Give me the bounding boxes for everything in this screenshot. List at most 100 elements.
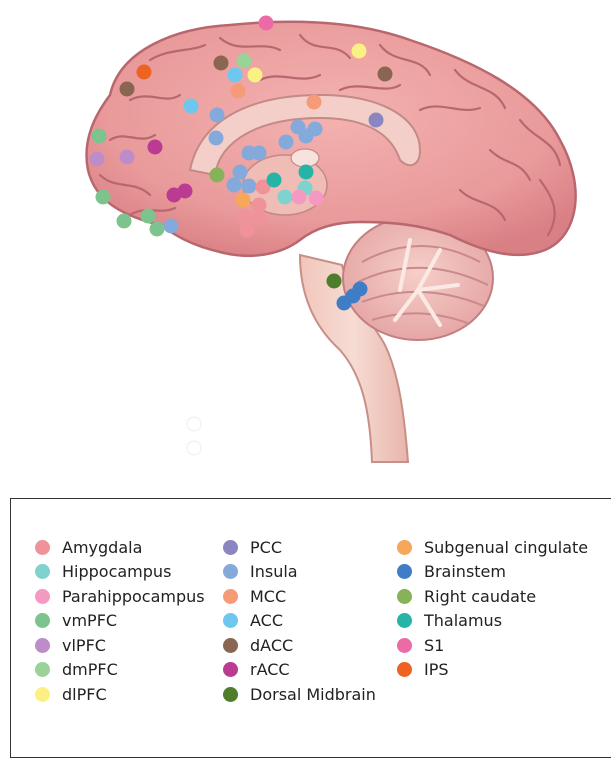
legend-swatch	[397, 564, 412, 579]
marker-vlpfc	[90, 152, 105, 167]
legend-item: IPS	[397, 658, 588, 683]
legend-item: Parahippocampus	[35, 584, 205, 609]
marker-dacc	[120, 82, 135, 97]
legend-swatch	[223, 589, 238, 604]
legend-swatch	[223, 613, 238, 628]
legend-label: vmPFC	[62, 611, 117, 630]
legend-swatch	[223, 687, 238, 702]
legend-swatch	[223, 638, 238, 653]
marker-vmpfc	[141, 209, 156, 224]
legend-label: dmPFC	[62, 660, 118, 679]
legend-swatch	[35, 662, 50, 677]
marker-amygdala	[252, 198, 267, 213]
marker-mcc	[231, 84, 246, 99]
marker-acc	[184, 99, 199, 114]
marker-insula	[210, 108, 225, 123]
legend-swatch	[35, 613, 50, 628]
legend-swatch	[397, 540, 412, 555]
legend-item: vmPFC	[35, 609, 205, 634]
legend-swatch	[397, 662, 412, 677]
marker-brainstem	[346, 289, 361, 304]
marker-dlpfc	[248, 68, 263, 83]
legend-swatch	[35, 687, 50, 702]
marker-s1	[259, 16, 274, 31]
legend-swatch	[397, 589, 412, 604]
marker-insula	[242, 179, 257, 194]
legend-item: Right caudate	[397, 584, 588, 609]
marker-amygdala	[240, 223, 255, 238]
legend-item: rACC	[223, 658, 376, 683]
marker-pcc	[369, 113, 384, 128]
legend-item: dmPFC	[35, 658, 205, 683]
marker-insula	[209, 131, 224, 146]
legend-item: PCC	[223, 535, 376, 560]
legend-label: Brainstem	[424, 562, 506, 581]
legend-label: Dorsal Midbrain	[250, 685, 376, 704]
legend-item: Amygdala	[35, 535, 205, 560]
legend-label: Right caudate	[424, 587, 536, 606]
marker-acc	[228, 68, 243, 83]
legend-label: Hippocampus	[62, 562, 171, 581]
marker-dmpfc	[237, 54, 252, 69]
marker-mcc	[307, 95, 322, 110]
legend-item: MCC	[223, 584, 376, 609]
marker-dacc	[378, 67, 393, 82]
legend-label: ACC	[250, 611, 283, 630]
legend-swatch	[397, 613, 412, 628]
marker-vmpfc	[117, 214, 132, 229]
legend-swatch	[223, 662, 238, 677]
marker-dacc	[214, 56, 229, 71]
marker-racc	[167, 188, 182, 203]
marker-parahippocampus	[292, 190, 307, 205]
marker-vmpfc	[96, 190, 111, 205]
legend-label: IPS	[424, 660, 449, 679]
marker-right-caudate	[210, 168, 225, 183]
legend-label: MCC	[250, 587, 286, 606]
legend-item: vlPFC	[35, 633, 205, 658]
legend-label: vlPFC	[62, 636, 106, 655]
marker-insula	[252, 146, 267, 161]
legend-item: Hippocampus	[35, 560, 205, 585]
legend-swatch	[35, 589, 50, 604]
legend-label: Subgenual cingulate	[424, 538, 588, 557]
legend-swatch	[35, 564, 50, 579]
legend-label: Parahippocampus	[62, 587, 205, 606]
legend-item: Dorsal Midbrain	[223, 682, 376, 707]
marker-ips	[137, 65, 152, 80]
legend-item: Insula	[223, 560, 376, 585]
marker-amygdala	[252, 212, 267, 227]
marker-insula	[164, 219, 179, 234]
marker-vmpfc	[150, 222, 165, 237]
legend-label: Thalamus	[424, 611, 502, 630]
legend-item: Brainstem	[397, 560, 588, 585]
marker-subgenual-cingulate	[236, 193, 251, 208]
legend-item: dlPFC	[35, 682, 205, 707]
marker-vmpfc	[92, 129, 107, 144]
legend-label: Amygdala	[62, 538, 142, 557]
legend-column-3: Subgenual cingulateBrainstemRight caudat…	[397, 535, 588, 682]
legend-swatch	[397, 638, 412, 653]
marker-amygdala	[237, 210, 252, 225]
marker-thalamus	[267, 173, 282, 188]
legend-item: Subgenual cingulate	[397, 535, 588, 560]
legend-swatch	[223, 564, 238, 579]
marker-hippocampus	[278, 190, 293, 205]
marker-insula	[299, 129, 314, 144]
legend-label: dlPFC	[62, 685, 107, 704]
legend-label: PCC	[250, 538, 282, 557]
legend-item: S1	[397, 633, 588, 658]
marker-dorsal-midbrain	[327, 274, 342, 289]
legend-item: dACC	[223, 633, 376, 658]
marker-insula	[227, 178, 242, 193]
legend-swatch	[35, 638, 50, 653]
marker-insula	[279, 135, 294, 150]
legend-item: Thalamus	[397, 609, 588, 634]
legend-swatch	[35, 540, 50, 555]
legend-swatch	[223, 540, 238, 555]
marker-vlpfc	[120, 150, 135, 165]
ventricle	[291, 149, 319, 167]
legend-label: Insula	[250, 562, 298, 581]
